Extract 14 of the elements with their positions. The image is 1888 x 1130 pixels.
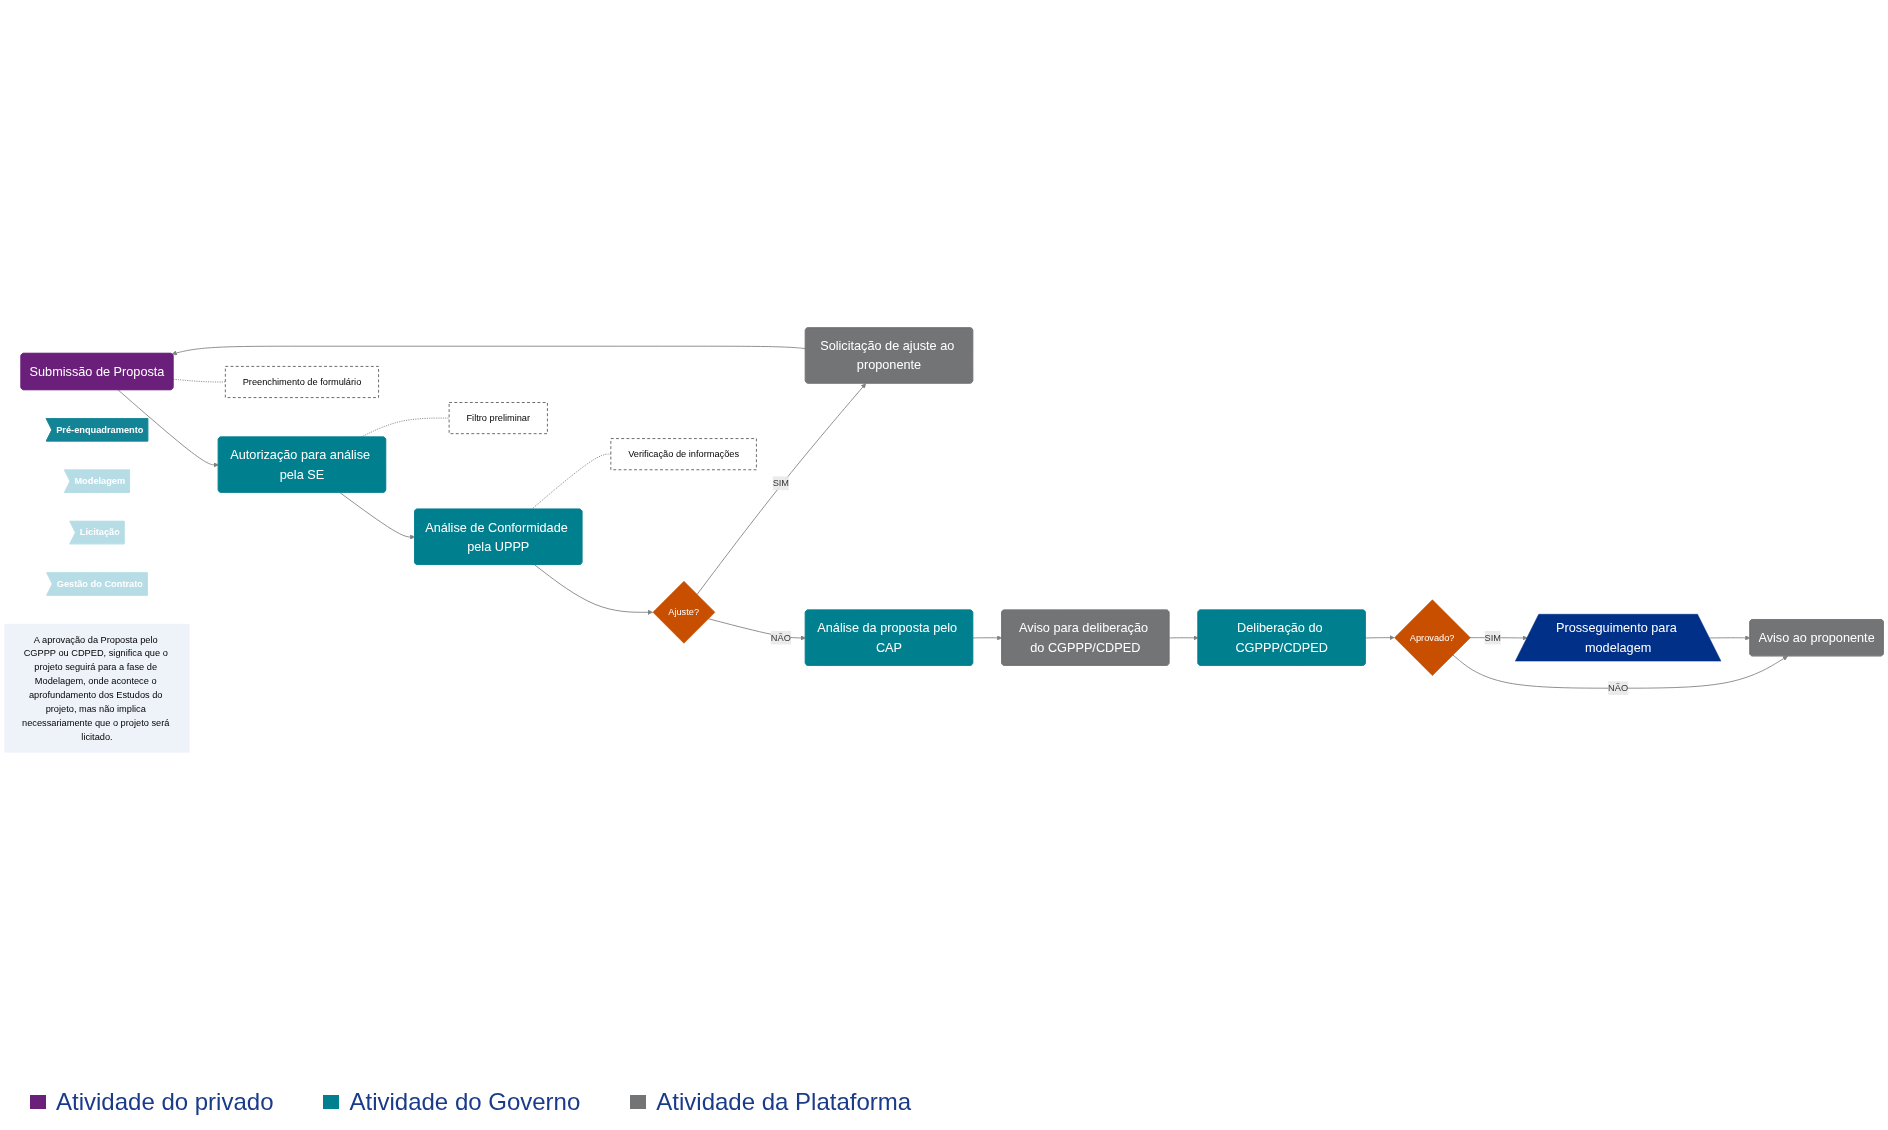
edge-label: NÃO xyxy=(770,632,791,643)
legend-label: Atividade do Governo xyxy=(349,1088,581,1116)
legend-label: Atividade do privado xyxy=(56,1088,274,1116)
node-diamond: Ajuste? xyxy=(652,581,716,644)
node-box: Verificação de informações xyxy=(610,438,757,471)
connector xyxy=(531,453,612,510)
node-box: Preenchimento de formulário xyxy=(225,366,379,398)
legend-label: Atividade da Plataforma xyxy=(656,1088,912,1116)
node-box: Filtro preliminar xyxy=(448,402,548,434)
connector xyxy=(172,378,226,383)
edge-label: SIM xyxy=(772,478,790,488)
node-diamond: Aprovado? xyxy=(1394,599,1471,676)
edge-label: SIM xyxy=(1484,632,1501,643)
edge-label: NÃO xyxy=(1608,683,1629,693)
